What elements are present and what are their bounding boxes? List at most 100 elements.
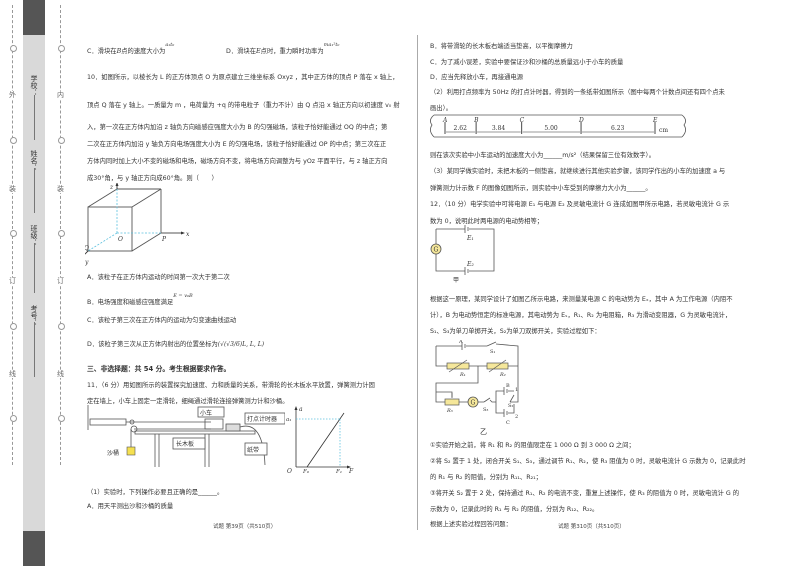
class-input-line[interactable] bbox=[34, 243, 35, 293]
r1-label: R₁ bbox=[459, 372, 466, 378]
inner-char: 线 bbox=[57, 370, 64, 378]
q11-part3-line: （3）某同学做实验时，未把木板的一侧垫高，就继续进行其他实验步骤，该同学作出的小… bbox=[430, 168, 726, 175]
tape-label: 纸带 bbox=[247, 446, 259, 454]
g-label: G bbox=[471, 400, 476, 407]
switch-s2 bbox=[509, 394, 515, 403]
id-input-line[interactable] bbox=[34, 322, 35, 377]
var: E bbox=[256, 48, 261, 55]
inner-char: 内 bbox=[57, 91, 64, 99]
q9-option-d: D．滑块在E点时，重力瞬时功率为ma₁²t₀ bbox=[226, 42, 339, 55]
q11-option-b: B．将带滑轮的长木板右端适当垫高，以平衡摩擦力 bbox=[430, 43, 573, 50]
page-footer: 试题 第39页（共510页） bbox=[213, 524, 277, 530]
hole-circle bbox=[10, 415, 17, 422]
hole-circle bbox=[58, 323, 65, 330]
r3-label: R₃ bbox=[446, 408, 453, 414]
circuit-b-caption: 乙 bbox=[480, 428, 487, 436]
tape-point-label: B bbox=[473, 117, 479, 124]
circuit-b: G A S₁ R₁ R₂ R₃ S₃ B 1 C 2 S₂ bbox=[435, 340, 519, 426]
name-label: 姓名： bbox=[30, 150, 38, 171]
point-p-label: P bbox=[161, 236, 167, 243]
q9-option-c: C．滑块在B点的速度大小为a₁t₀ bbox=[87, 42, 174, 55]
sand-bucket bbox=[126, 446, 136, 456]
q10-line: 成30°角，与 y 轴正方向成60°角。则（ ） bbox=[87, 175, 218, 182]
circuit-a-caption: 甲 bbox=[453, 277, 459, 283]
q10-option-b: B．电场强度和磁感应强度满足E = v₀B bbox=[87, 293, 193, 306]
step-line: 的 R₁ 与 R₂ 的阻值，分别为 R₁₁、R₂₁； bbox=[430, 474, 542, 481]
bucket-label: 沙桶 bbox=[107, 449, 119, 457]
hole-circle bbox=[58, 230, 65, 237]
hole-circle bbox=[58, 45, 65, 52]
pos1-label: 1 bbox=[515, 387, 518, 393]
pos2-label: 2 bbox=[515, 414, 518, 420]
binding-top-block bbox=[23, 0, 45, 35]
outer-char: 线 bbox=[9, 370, 16, 378]
text: D．滑块在 bbox=[226, 48, 257, 55]
q12-desc-line: S₁、S₃为单刀单掷开关，S₂为单刀双掷开关，实验过程如下： bbox=[430, 328, 601, 335]
tape-point-label: C bbox=[520, 117, 525, 124]
s2-label: S₂ bbox=[508, 403, 513, 409]
f1-label: F₁ bbox=[335, 469, 342, 473]
school-input-line[interactable] bbox=[34, 95, 35, 140]
inner-char: 订 bbox=[57, 277, 64, 285]
f-label: F bbox=[348, 468, 354, 473]
hole-circle bbox=[58, 137, 65, 144]
tape-segment-length: 5.00 bbox=[544, 125, 558, 132]
r2-label: R₂ bbox=[499, 372, 506, 378]
origin-label: O bbox=[287, 468, 292, 473]
tape-segment-length: 6.23 bbox=[611, 125, 625, 132]
z-axis-label: z bbox=[109, 184, 114, 191]
q11-line: 定在墙上，小车上固定一定滑轮，细绳通过滑轮连接弹簧测力计和沙桶。 bbox=[87, 398, 289, 405]
tape-point-label: D bbox=[578, 117, 584, 124]
class-label: 班级： bbox=[30, 225, 38, 246]
text: 点时，重力瞬时功率为 bbox=[260, 48, 324, 55]
name-input-line[interactable] bbox=[34, 168, 35, 213]
rheostat-r3 bbox=[444, 398, 460, 406]
cart-label: 小车 bbox=[200, 409, 212, 417]
y-axis-label: y bbox=[85, 259, 89, 266]
x-axis-arrow bbox=[181, 231, 185, 235]
s1-label: S₁ bbox=[490, 349, 495, 355]
step-line: 示数为 0，记录此时的 R₁ 与 R₂ 的阻值，分别为 R₁₂、R₂₂。 bbox=[430, 506, 599, 513]
q10-line: 10．如图所示，以棱长为 L 的正方体顶点 O 为原点建立三维坐标系 Oxyz … bbox=[87, 74, 399, 81]
board-label: 长木板 bbox=[176, 440, 194, 448]
origin-label: O bbox=[118, 236, 123, 243]
cube-figure: z x y O P Q bbox=[85, 183, 190, 266]
tape-segment-length: 3.84 bbox=[492, 125, 506, 132]
z-axis-arrow bbox=[115, 183, 119, 186]
spring-scale bbox=[89, 418, 127, 426]
q10-option-a: A．该粒子在正方体内运动的时间第一次大于第二次 bbox=[87, 274, 230, 281]
q11-part1: （1）实验时，下列操作必要且正确的是______。 bbox=[87, 489, 224, 496]
q11-option-d: D．应当先释放小车，再接通电源 bbox=[430, 74, 524, 81]
tape-segment-length: 2.62 bbox=[454, 125, 468, 132]
switch-s3 bbox=[483, 397, 491, 403]
a-f-line bbox=[306, 412, 345, 468]
school-label: 学校： bbox=[30, 75, 38, 96]
paper-tape bbox=[239, 425, 266, 466]
a-f-graph: a a₁ O F₀ F₁ F bbox=[286, 406, 354, 473]
q11-part3-line: 弹簧测力计示数 F 的图像如图所示，则实验中小车受到的摩擦力大小为______。 bbox=[430, 185, 652, 192]
formula: a₁t₀ bbox=[165, 42, 175, 48]
step-line: ③将开关 S₂ 置于 2 处，保持通过 R₁、R₂ 的电流不变，重复上述操作，使… bbox=[430, 490, 740, 497]
hole-circle bbox=[58, 415, 65, 422]
column-divider bbox=[417, 35, 418, 530]
tape-point-label: A bbox=[442, 117, 448, 124]
q10-line: 方体内同时加上大小不变的磁场和电场，磁场方向不变，将电场方向调整为与 yOz 平… bbox=[87, 158, 388, 165]
e2-label: E₂ bbox=[466, 261, 474, 268]
q10-line: 顶点 Q 落在 y 轴上。一质量为 m ，电荷量为 +q 的带电粒子（重力不计）… bbox=[87, 102, 400, 109]
q10-line: 二次在正方体内加沿 y 轴负方向电场强度大小为 E 的匀强电场，该粒子恰好能通过… bbox=[87, 141, 387, 148]
outer-char: 装 bbox=[9, 185, 16, 193]
b-label: B bbox=[506, 383, 510, 389]
tape-point-label: E bbox=[652, 117, 658, 124]
hole-circle bbox=[10, 137, 17, 144]
hidden-edge bbox=[87, 232, 118, 252]
inner-char: 装 bbox=[57, 185, 64, 193]
step-line: ①实验开始之前，将 R₁ 和 R₂ 的阻值限定在 1 000 Ω 到 3 000… bbox=[430, 442, 635, 449]
text: B．电场强度和磁感应强度满足 bbox=[87, 299, 174, 306]
text: C．滑块在 bbox=[87, 48, 117, 55]
page-footer: 试题 第310页（共510页） bbox=[558, 524, 625, 530]
step-line: ②将 S₂ 置于 1 处，闭合开关 S₁、S₃，通过调节 R₁、R₂，使 R₃ … bbox=[430, 458, 746, 465]
s3-label: S₃ bbox=[483, 407, 488, 413]
circuit-a: G E₁ E₂ 甲 bbox=[430, 225, 495, 283]
q12-desc-line: 计），B 为电动势恒定的标准电源，其电动势为 Eₛ，R₁、R₂ 为电阻箱，R₃ … bbox=[430, 312, 732, 319]
